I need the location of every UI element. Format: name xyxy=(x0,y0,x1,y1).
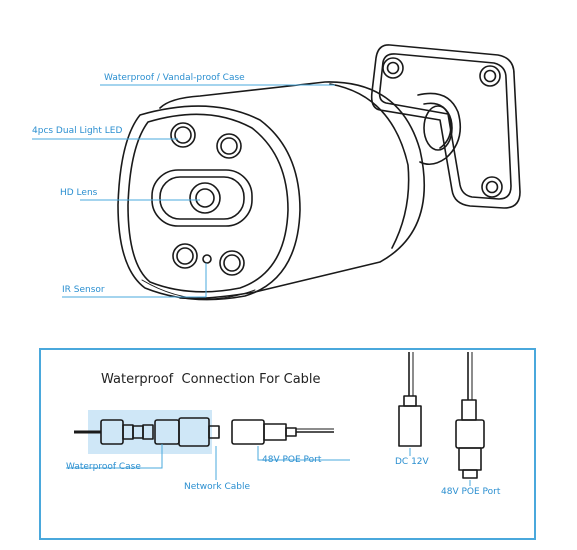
label-waterproof-case: Waterproof Case xyxy=(66,462,141,472)
label-hd-lens: HD Lens xyxy=(60,188,98,198)
poe-port-connector-left xyxy=(231,419,334,445)
label-dual-light-led: 4pcs Dual Light LED xyxy=(32,126,123,136)
led-array xyxy=(170,122,245,276)
dc-connector xyxy=(398,352,422,447)
label-poe-port-left: 48V POE Port xyxy=(262,455,322,465)
callout-line-waterproof-case xyxy=(66,444,163,469)
camera-housing xyxy=(117,81,426,301)
swivel-joint xyxy=(417,92,462,166)
cable-assembly-left xyxy=(74,417,220,447)
label-waterproof-vandal-case: Waterproof / Vandal-proof Case xyxy=(104,73,245,83)
poe-port-connector-right xyxy=(455,352,485,479)
connection-panel xyxy=(39,348,536,540)
label-network-cable: Network Cable xyxy=(184,482,250,492)
callout-line-poe-left xyxy=(257,446,350,461)
lens-window xyxy=(151,169,253,227)
label-dc-12v: DC 12V xyxy=(395,457,429,467)
label-ir-sensor: IR Sensor xyxy=(62,285,105,295)
connection-title: Waterproof Connection For Cable xyxy=(101,372,321,387)
mount-bracket xyxy=(370,44,521,209)
label-poe-port-right: 48V POE Port xyxy=(441,487,501,497)
ir-sensor xyxy=(202,254,212,264)
